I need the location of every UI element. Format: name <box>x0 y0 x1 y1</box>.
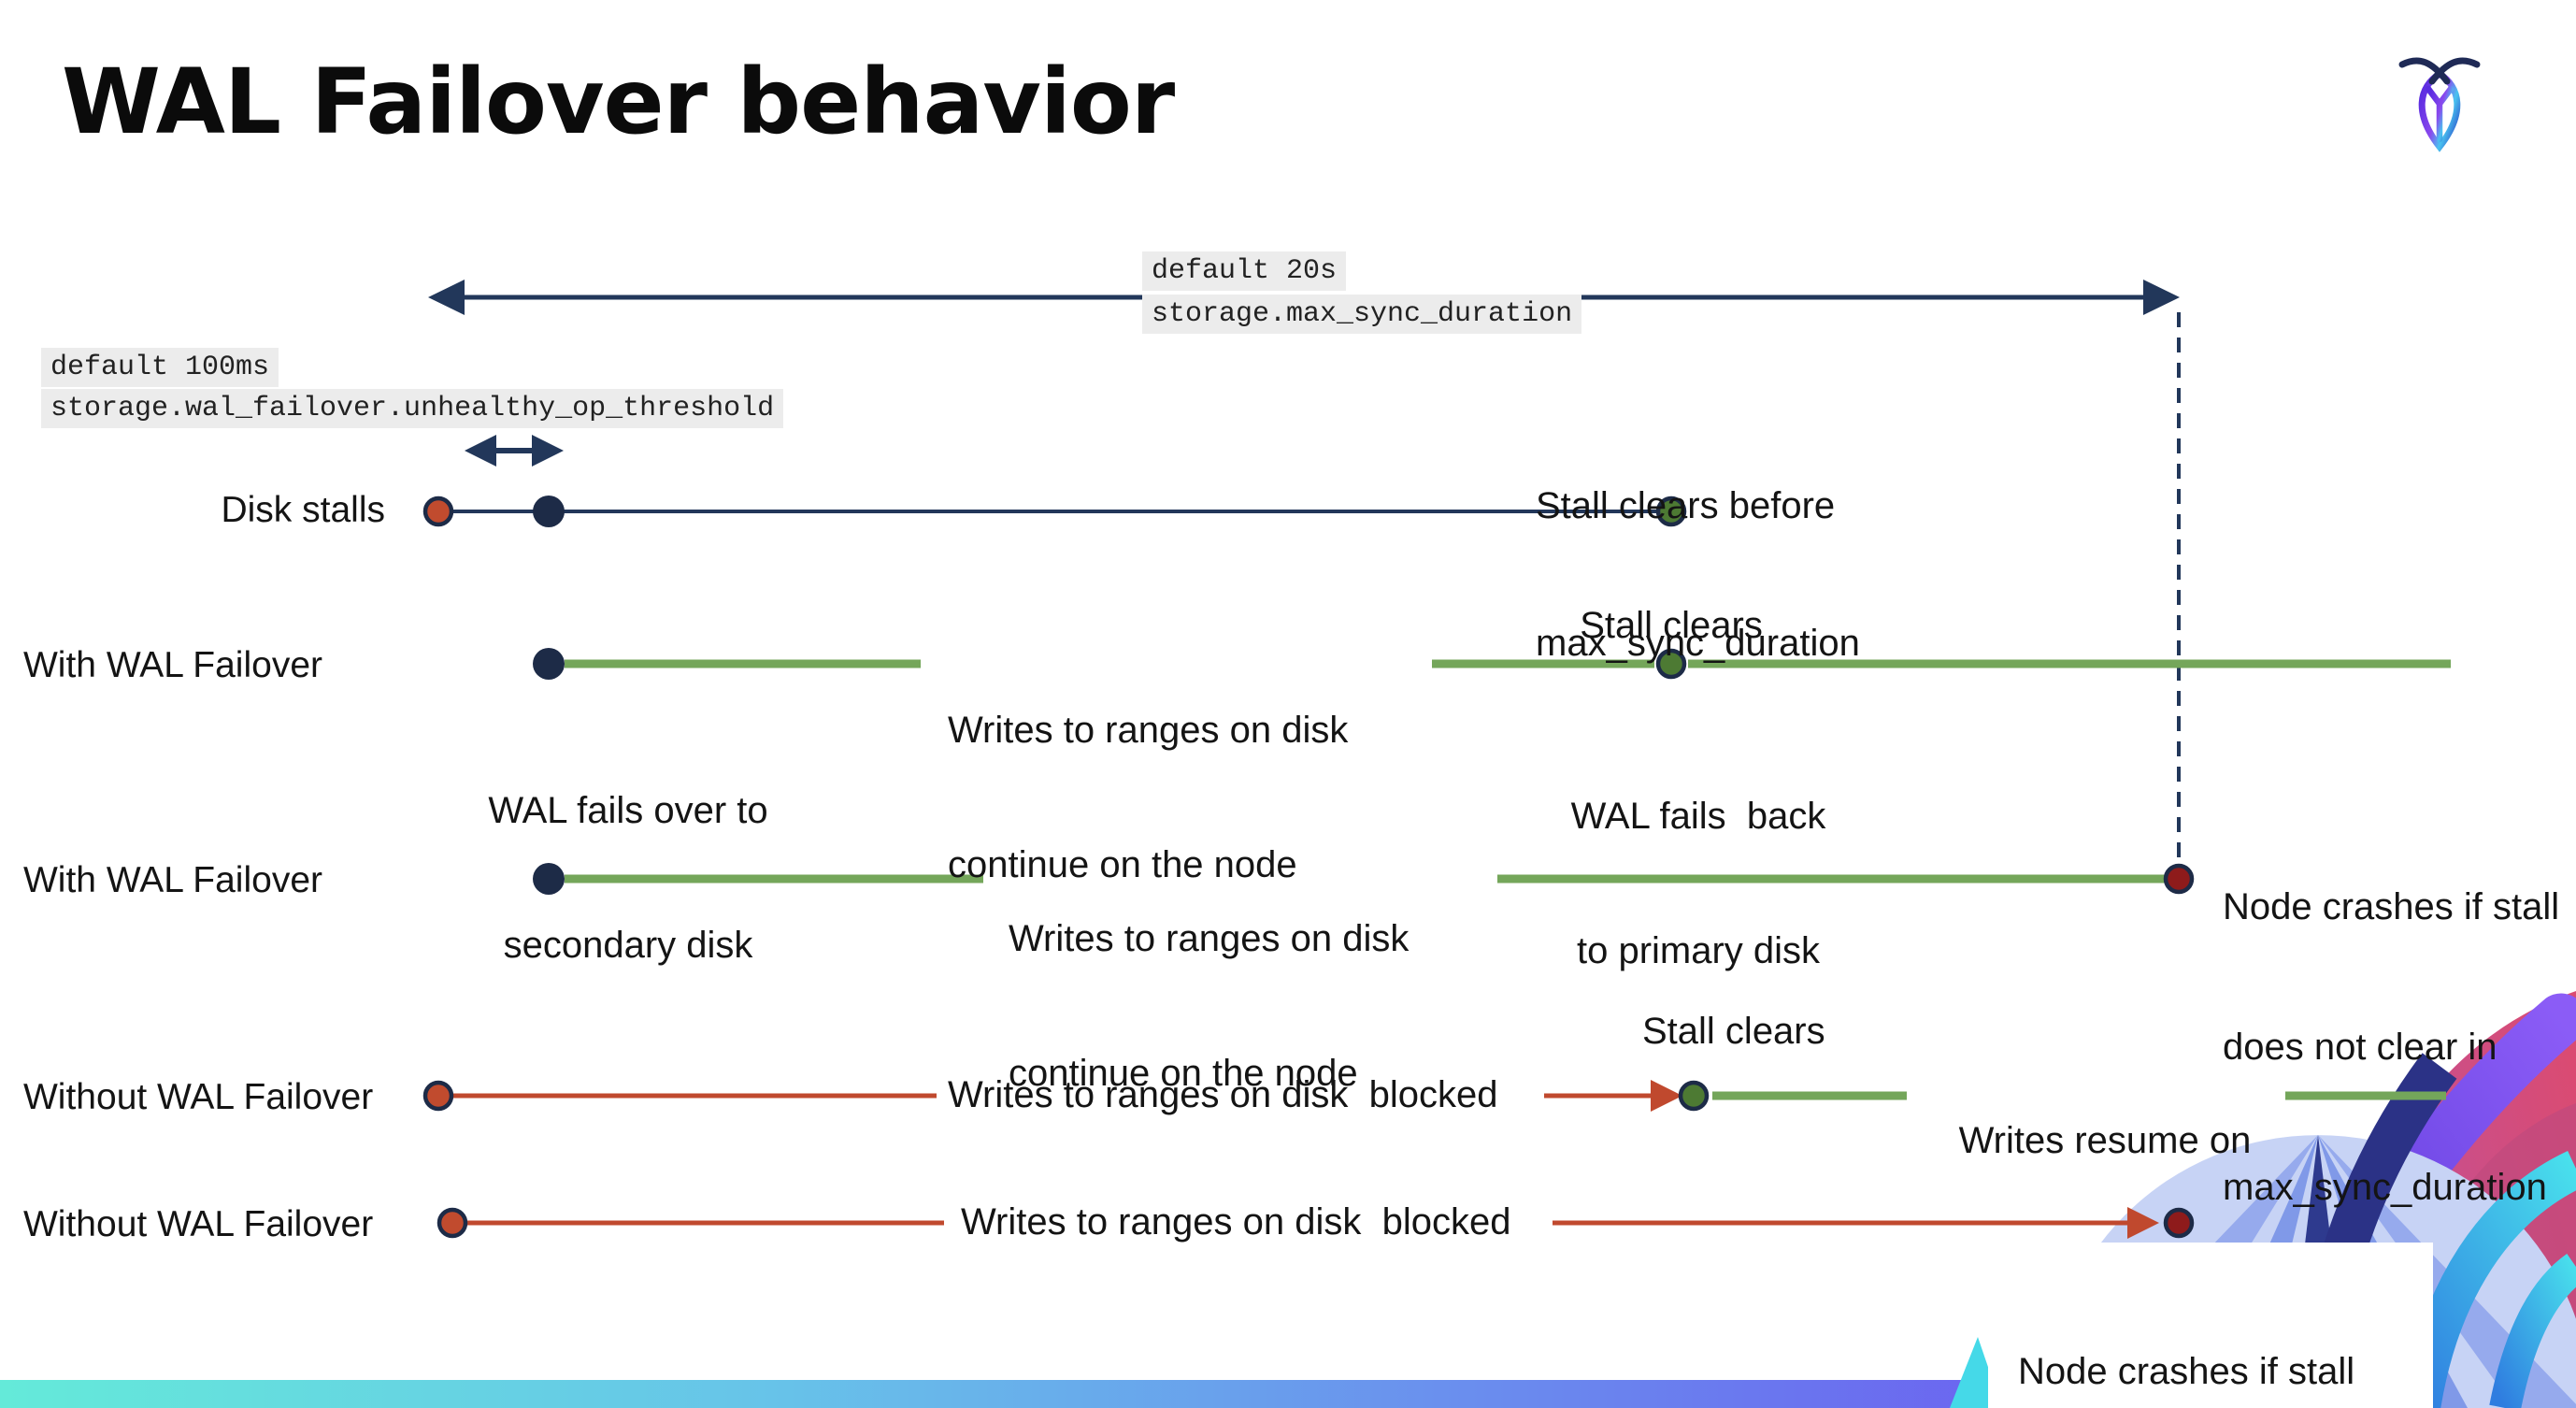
note-writes-blocked-2: Writes to ranges on disk blocked <box>961 1201 1511 1243</box>
page-title: WAL Failover behavior <box>62 50 1175 154</box>
disk-stalls-timeline <box>422 496 1687 527</box>
row-label-without-failover-1: Without WAL Failover <box>23 1077 374 1117</box>
cockroach-mark <box>2398 57 2481 152</box>
failover-dot <box>533 648 565 680</box>
arrowhead-left <box>428 280 465 315</box>
note-writes-continue-1: Writes to ranges on disk continue on the… <box>948 710 1349 885</box>
arrowhead-right <box>1651 1080 1682 1112</box>
max-sync-default-label: default 20s <box>1142 251 1347 291</box>
note-writes-blocked-1: Writes to ranges on disk blocked <box>948 1074 1498 1115</box>
max-sync-setting-label: storage.max_sync_duration <box>1142 295 1582 334</box>
threshold-setting-label: storage.wal_failover.unhealthy_op_thresh… <box>41 389 784 428</box>
note-stall-clears-1: Stall clears <box>1580 605 1763 646</box>
arrowhead-right <box>2127 1207 2159 1239</box>
threshold-arrow <box>465 435 564 467</box>
without-failover-1-timeline <box>422 1080 2446 1112</box>
stall-start-dot <box>422 1080 454 1112</box>
stall-clears-dot <box>1678 1080 1710 1112</box>
row-label-with-failover-1: With WAL Failover <box>23 645 322 685</box>
arrowhead-left <box>465 435 496 467</box>
stall-clears-dot <box>1655 496 1687 527</box>
failover-dot <box>533 863 565 895</box>
note-node-crash-2: Node crashes if stall does not clear in … <box>2018 1351 2355 1392</box>
arrowhead-right <box>532 435 564 467</box>
node-crash-dot <box>2163 1207 2195 1239</box>
note-node-crash-1: Node crashes if stall does not clear in … <box>2223 886 2560 1208</box>
stall-start-dot <box>436 1207 468 1239</box>
note-writes-continue-2: Writes to ranges on disk continue on the… <box>1009 918 1410 1094</box>
node-crash-dot <box>2163 863 2195 895</box>
with-failover-1-timeline <box>533 648 2451 680</box>
note-stall-clears-before: Stall clears before max_sync_duration <box>1536 485 1860 664</box>
stall-start-dot <box>422 496 454 527</box>
arrowhead-right <box>2143 280 2180 315</box>
stall-clears-dot <box>1655 648 1687 680</box>
without-failover-2-timeline <box>436 1207 2195 1239</box>
with-failover-2-timeline <box>533 863 2195 895</box>
row-label-with-failover-2: With WAL Failover <box>23 860 322 900</box>
row-label-without-failover-2: Without WAL Failover <box>23 1204 374 1244</box>
note-wal-fails-back: WAL fails back to primary disk <box>1570 796 1826 971</box>
threshold-reached-dot <box>533 496 565 527</box>
node-crash-callout-box: Node crashes if stall does not clear in … <box>1988 1243 2433 1408</box>
row-label-disk-stalls: Disk stalls <box>221 490 385 530</box>
note-wal-fails-over: WAL fails over to secondary disk <box>488 790 768 966</box>
note-stall-clears-2: Stall clears <box>1642 1011 1825 1052</box>
threshold-default-label: default 100ms <box>41 348 279 387</box>
cockroachdb-logo-icon <box>2398 57 2481 152</box>
